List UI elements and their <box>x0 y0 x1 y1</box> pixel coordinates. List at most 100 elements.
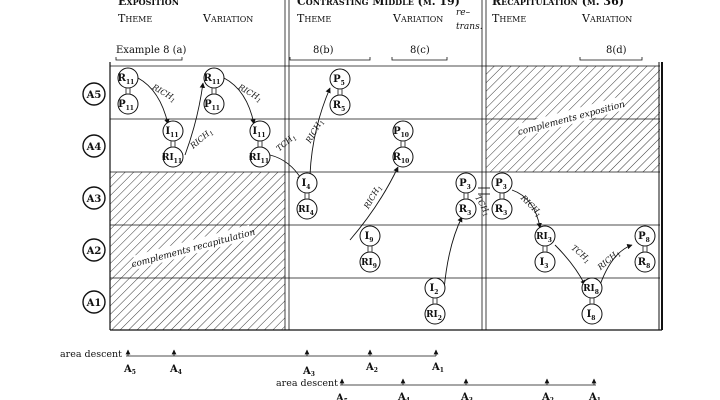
svg-text:RI3: RI3 <box>536 232 552 244</box>
middle-theme: Theme <box>297 12 331 25</box>
node-ri3: RI3 <box>534 225 556 247</box>
svg-text:P5: P5 <box>333 74 345 87</box>
node-p8: P8 <box>634 225 656 247</box>
svg-text:R11: R11 <box>204 73 221 86</box>
example-8a: Example 8 (a) <box>116 45 186 56</box>
node-i2: I2 <box>424 277 446 299</box>
node-ri4: RI4 <box>296 198 318 220</box>
svg-text:RI2: RI2 <box>426 310 442 322</box>
descent-mark: A1 <box>431 362 444 374</box>
svg-text:P11: P11 <box>118 99 134 112</box>
node-p3: P3 <box>455 172 477 194</box>
node-r3: R3 <box>491 198 513 220</box>
node-r10: R10 <box>392 146 414 168</box>
row-label-a4: A4 <box>86 142 102 153</box>
descent-mark: A3 <box>302 366 315 378</box>
transform-label: RICH1 <box>304 118 327 147</box>
exposition-variation: Variation <box>202 12 253 25</box>
row-label-a1: A1 <box>86 298 102 309</box>
example-8c: 8(c) <box>410 45 430 56</box>
recap-variation: Variation <box>581 12 632 25</box>
descent-mark: A4 <box>169 364 182 376</box>
grid <box>109 0 663 331</box>
node-ri2: RI2 <box>424 303 446 325</box>
node-i4: I4 <box>296 172 318 194</box>
area-descent-2: area descent A5 A4 A3 A2 A1 <box>276 378 601 400</box>
node-i8: I8 <box>581 303 603 325</box>
svg-text:RI11: RI11 <box>249 153 269 165</box>
transform-label: RICH1 <box>517 193 544 220</box>
node-i11: I11 <box>249 120 271 142</box>
node-p10: P10 <box>392 120 414 142</box>
example-8d: 8(d) <box>606 45 627 56</box>
svg-text:I9: I9 <box>365 231 374 244</box>
node-r11: R11 <box>203 67 225 89</box>
svg-text:P3: P3 <box>495 178 507 191</box>
section-headers: Exposition Theme Variation Contrasting M… <box>118 0 632 32</box>
row-label-a5: A5 <box>86 90 102 101</box>
row-labels: A5 A4 A3 A2 A1 <box>82 82 106 314</box>
svg-text:R3: R3 <box>495 204 508 217</box>
node-p11: P11 <box>117 93 139 115</box>
node-p3: P3 <box>491 172 513 194</box>
nodes: R11 P11 R11 P11 I11 RI11 I11 RI11 P5 R5 … <box>117 67 656 325</box>
descent-mark: A5 <box>123 364 136 376</box>
row-label-a2: A2 <box>86 246 102 257</box>
recap-theme: Theme <box>492 12 526 25</box>
descent-mark: A2 <box>365 362 378 374</box>
descent-mark: A1 <box>588 392 601 400</box>
svg-text:I8: I8 <box>587 309 596 322</box>
svg-text:I2: I2 <box>430 283 439 296</box>
svg-text:P8: P8 <box>638 231 650 244</box>
descent-mark: A3 <box>460 392 473 400</box>
node-r5: R5 <box>329 94 351 116</box>
exposition-theme: Theme <box>118 12 152 25</box>
descent-mark: A2 <box>541 392 554 400</box>
example-labels: Example 8 (a) 8(b) 8(c) 8(d) <box>115 45 643 61</box>
transform-label: RICH1 <box>595 248 623 274</box>
middle-title: Contrasting Middle (m. 19) <box>297 0 460 8</box>
area-descent-label: area descent <box>276 378 338 389</box>
svg-text:I11: I11 <box>165 126 178 139</box>
svg-text:R11: R11 <box>118 73 135 86</box>
transform-label: RICH1 <box>149 82 178 105</box>
area-descent-label: area descent <box>60 349 122 360</box>
node-r8: R8 <box>634 251 656 273</box>
retrans-label-1: re– <box>456 8 471 18</box>
middle-variation: Variation <box>392 12 443 25</box>
example-8b: 8(b) <box>313 45 334 56</box>
area-descent-1: area descent A5 A4 A3 A2 A1 <box>60 349 444 378</box>
svg-text:R8: R8 <box>638 257 651 270</box>
node-i9: I9 <box>359 225 381 247</box>
svg-text:RI9: RI9 <box>361 258 377 270</box>
descent-mark: A4 <box>397 392 410 400</box>
transform-label: RICH1 <box>235 82 264 105</box>
transform-arrows <box>137 77 633 291</box>
svg-text:R3: R3 <box>459 204 472 217</box>
svg-text:P11: P11 <box>204 99 220 112</box>
recap-title: Recapitulation (m. 36) <box>492 0 624 8</box>
exposition-title: Exposition <box>118 0 179 8</box>
svg-text:R10: R10 <box>393 152 410 165</box>
svg-text:P10: P10 <box>393 126 409 139</box>
svg-text:RI11: RI11 <box>162 153 182 165</box>
node-r11: R11 <box>117 67 139 89</box>
descent-mark: A5 <box>335 393 348 400</box>
svg-text:RI8: RI8 <box>583 284 599 296</box>
svg-text:RI4: RI4 <box>298 205 314 217</box>
node-ri11: RI11 <box>249 146 271 168</box>
svg-text:I11: I11 <box>252 126 265 139</box>
node-p5: P5 <box>329 68 351 90</box>
node-ri9: RI9 <box>359 251 381 273</box>
transform-label: TCH1 <box>275 132 299 155</box>
node-ri11: RI11 <box>162 146 184 168</box>
transform-label: RICH1 <box>188 127 216 153</box>
svg-text:I4: I4 <box>302 178 311 191</box>
node-ri8: RI8 <box>581 277 603 299</box>
retrans-label-2: trans. <box>456 22 483 32</box>
transform-label: TCH1 <box>568 243 592 266</box>
row-label-a3: A3 <box>86 194 102 205</box>
svg-text:P3: P3 <box>459 178 471 191</box>
node-p11: P11 <box>203 93 225 115</box>
